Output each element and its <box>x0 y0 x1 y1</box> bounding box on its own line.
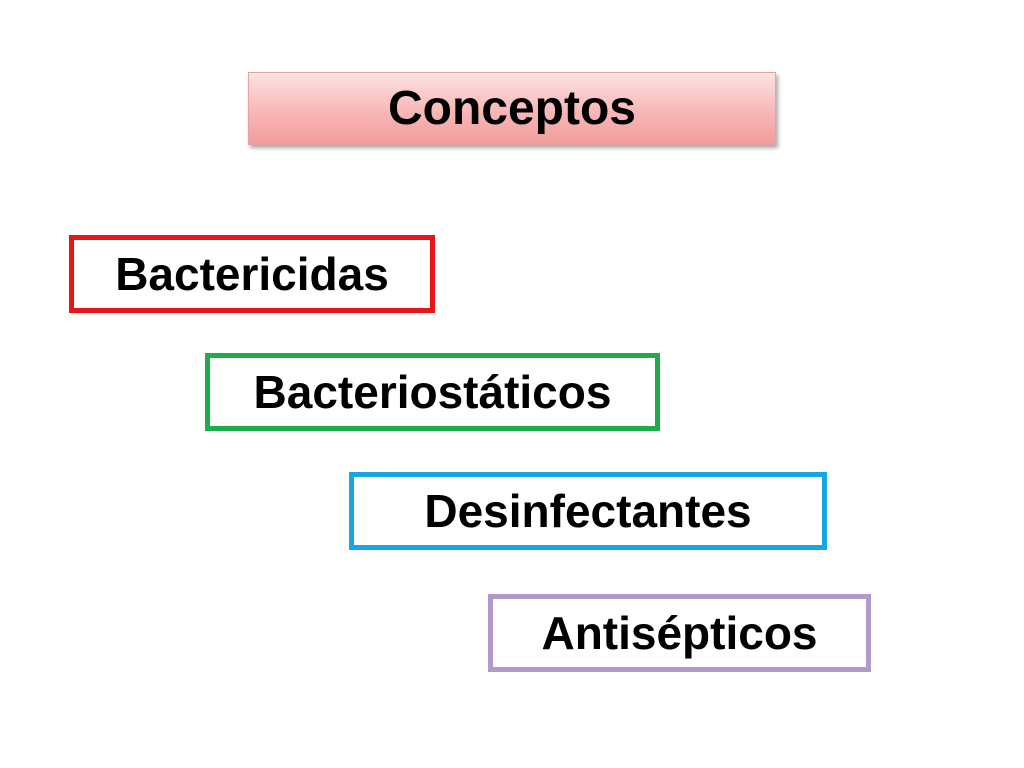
slide-title: Conceptos <box>387 81 636 135</box>
concept-label: Desinfectantes <box>424 485 752 537</box>
concept-label: Antisépticos <box>541 607 818 659</box>
concept-box-desinfectantes: Desinfectantes <box>349 472 827 550</box>
concept-box-bacteriostaticos: Bacteriostáticos <box>205 353 660 431</box>
concept-label: Bacteriostáticos <box>253 366 612 418</box>
title-box: Conceptos <box>248 72 776 145</box>
concept-label: Bactericidas <box>115 248 389 300</box>
concept-box-bactericidas: Bactericidas <box>69 235 435 313</box>
concept-box-antisepticos: Antisépticos <box>488 594 871 672</box>
